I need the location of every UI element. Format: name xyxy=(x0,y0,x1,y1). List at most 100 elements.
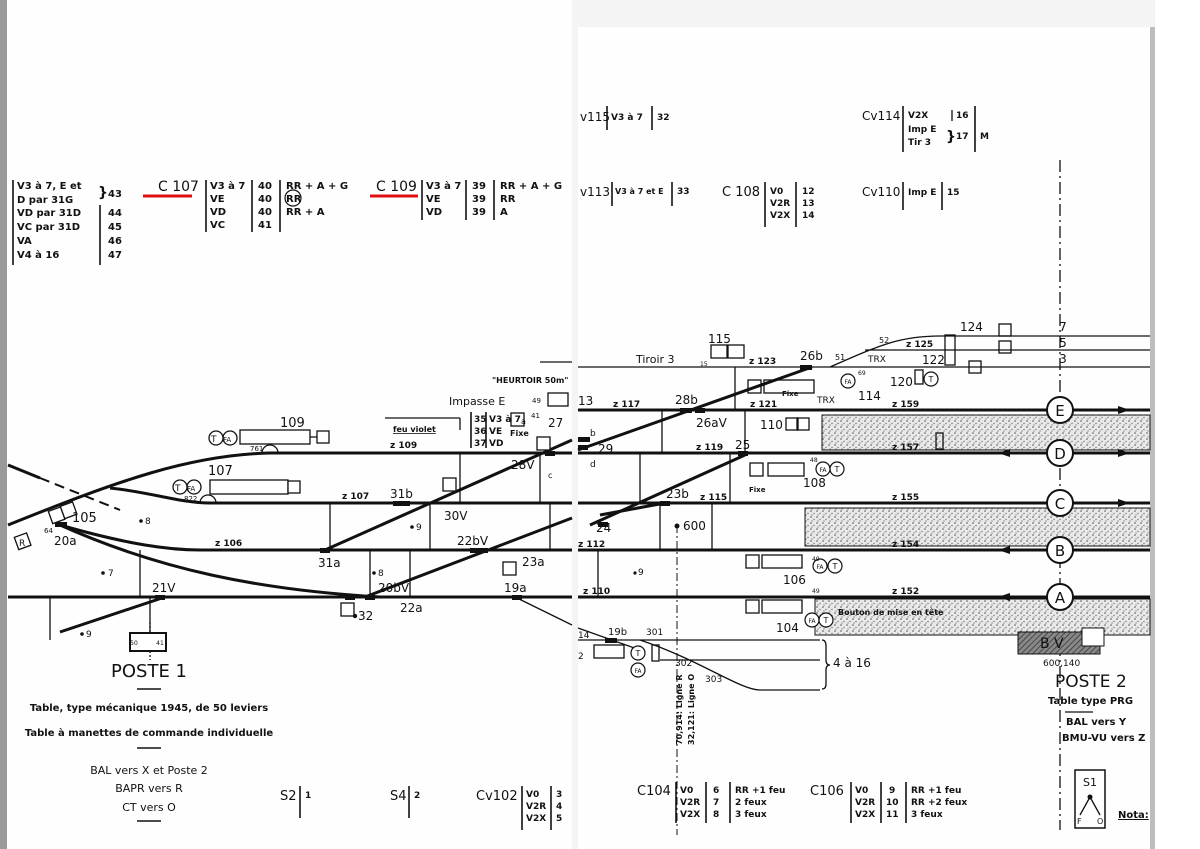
cv113-table: v113 V3 à 7 et E 33 xyxy=(580,182,690,206)
diagram-label: 9 xyxy=(889,786,895,796)
diagram-label: VD xyxy=(489,439,503,449)
diagram-label: 20bV xyxy=(378,581,410,595)
diagram-label: 28b xyxy=(675,393,698,407)
diagram-label: 39 xyxy=(472,181,486,192)
diagram-label: feu violet xyxy=(393,425,436,434)
diagram-label: 600 xyxy=(683,519,706,533)
diagram-label: VE xyxy=(489,427,502,437)
diagram-label: 70,914: Ligne R xyxy=(675,675,684,746)
diagram-label: 302 xyxy=(675,659,692,669)
diagram-label: F xyxy=(1077,817,1082,826)
diagram-label: T xyxy=(823,616,829,625)
diagram-label: V3 à 7 xyxy=(426,180,461,192)
diagram-label: 64 xyxy=(44,527,53,535)
diagram-label: VE xyxy=(426,194,441,205)
diagram-label: RR xyxy=(286,194,302,205)
diagram-label: z 155 xyxy=(892,493,919,503)
diagram-label: RR + A + G xyxy=(286,181,348,192)
diagram-label: FA xyxy=(634,668,642,675)
diagram-label: 49 xyxy=(532,397,541,405)
diagram-label: 41 xyxy=(258,220,272,231)
diagram-label: 43 xyxy=(108,189,122,200)
diagram-label: 9 xyxy=(638,568,644,578)
diagram-label: CT vers O xyxy=(122,801,176,814)
diagram-label: Tir 3 xyxy=(908,138,931,148)
right-tracks: B V E D C B A 7 xyxy=(577,160,1151,835)
cv110-table: Cv110 Imp E 15 xyxy=(862,182,960,210)
diagram-label: 46 xyxy=(108,236,122,247)
diagram-label: 3 xyxy=(1059,352,1067,366)
left-page xyxy=(0,0,572,849)
diagram-label: 104 xyxy=(776,621,799,635)
diagram-label: T xyxy=(635,649,641,658)
diagram-label: 5 xyxy=(1059,336,1067,350)
diagram-label: S2 xyxy=(280,789,297,804)
diagram-label: V2X xyxy=(855,810,875,820)
diagram-label: Cv102 xyxy=(476,789,518,804)
diagram-label: 14 xyxy=(578,631,590,641)
diagram-label: C106 xyxy=(810,784,844,799)
diagram-label: 7 xyxy=(108,569,114,579)
diagram-label: 39 xyxy=(472,194,486,205)
diagram-label: BAL vers Y xyxy=(1066,717,1127,728)
diagram-label: 40 xyxy=(258,194,272,205)
diagram-label: Imp E xyxy=(908,125,936,135)
platform-e-d xyxy=(821,414,1151,451)
diagram-label: Impasse E xyxy=(449,395,505,408)
diagram-label: 3 feux xyxy=(735,810,767,820)
diagram-label: 106 xyxy=(783,573,806,587)
diagram-label: TRX xyxy=(816,396,835,406)
diagram-label: 69 xyxy=(858,370,866,377)
diagram-label: 14 xyxy=(802,211,815,221)
diagram-label: V2R xyxy=(855,798,875,808)
diagram-label: POSTE 1 xyxy=(111,661,187,682)
diagram-label: T xyxy=(832,562,838,571)
diagram-label: 107 xyxy=(208,464,233,479)
diagram-label: Table à manettes de commande individuell… xyxy=(25,727,274,739)
diagram-label: z 159 xyxy=(892,400,919,410)
diagram-label: 32 xyxy=(358,609,373,623)
diagram-label: B xyxy=(1055,542,1065,560)
diagram-label: 22a xyxy=(400,601,423,615)
diagram-label: d xyxy=(590,460,596,470)
diagram-label: 41 xyxy=(531,412,540,420)
cv115-table: v115 V3 à 7 32 xyxy=(580,106,670,130)
diagram-label: V4 à 16 xyxy=(17,249,59,261)
diagram-label: VA xyxy=(17,236,32,247)
diagram-label: V3 à 7 xyxy=(210,180,245,192)
diagram-label: 25 xyxy=(735,438,750,452)
diagram-label: VD xyxy=(426,207,442,218)
diagram-label: VC par 31D xyxy=(17,222,80,233)
diagram-label: C xyxy=(1055,495,1065,513)
diagram-label: 122 xyxy=(922,353,945,367)
diagram-label: 29 xyxy=(598,442,613,456)
diagram-label: 110 xyxy=(760,418,783,432)
diagram-label: z 157 xyxy=(892,443,919,453)
diagram-label: D par 31G xyxy=(17,195,73,206)
diagram-label: BMU-VU vers Z xyxy=(1062,733,1145,744)
diagram-label: S4 xyxy=(390,789,407,804)
diagram-label: 4 à 16 xyxy=(833,656,871,670)
diagram-label: 36 xyxy=(474,427,487,437)
diagram-label: 124 xyxy=(960,320,983,334)
diagram-label: V2X xyxy=(680,810,700,820)
diagram-label: Tiroir 3 xyxy=(635,353,675,366)
diagram-label: z 115 xyxy=(700,493,727,503)
diagram-label: FA xyxy=(844,379,852,386)
diagram-label: 26aV xyxy=(696,416,728,430)
diagram-label: VE xyxy=(210,194,225,205)
diagram-label: FA xyxy=(187,485,195,493)
diagram-label: Table type PRG xyxy=(1048,696,1133,707)
diagram-label: Nota: xyxy=(1118,810,1149,821)
background-margin xyxy=(1155,0,1200,849)
diagram-label: V0 xyxy=(680,786,693,796)
diagram-label: b xyxy=(590,429,596,439)
diagram-label: } xyxy=(946,129,956,145)
diagram-label: 114 xyxy=(858,389,881,403)
diagram-label: 48 xyxy=(810,457,818,464)
